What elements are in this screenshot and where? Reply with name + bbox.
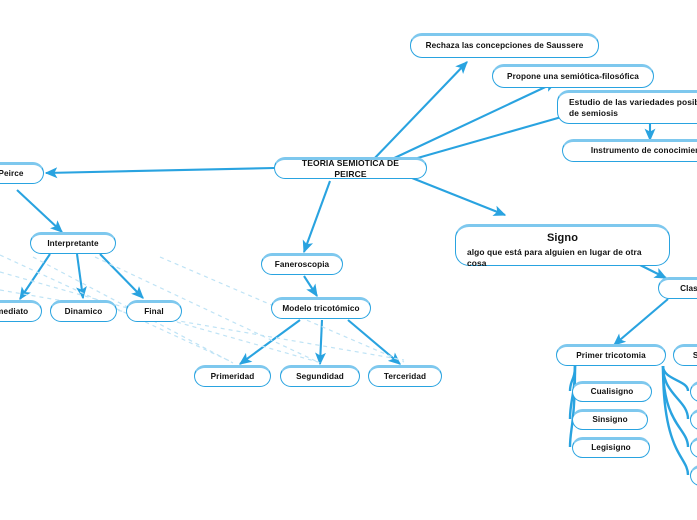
edge-interpretante-inmediato — [19, 253, 51, 301]
node-interpretante[interactable]: Interpretante — [30, 232, 116, 254]
node-rechaza-saussere[interactable]: Rechaza las concepciones de Saussere — [410, 33, 599, 58]
node-inmediato[interactable]: Inmediato — [0, 300, 42, 322]
node-segunda-child-1[interactable] — [690, 381, 697, 402]
node-root[interactable]: TEORIA SEMIOTICA DE PEIRCE — [274, 157, 427, 179]
edge-root-signo — [411, 177, 507, 216]
node-signo[interactable]: Signo algo que está para alguien en luga… — [455, 224, 670, 268]
node-propone-semiotica[interactable]: Propone una semiótica-filosófica — [492, 64, 654, 88]
node-peirce-label: Peirce — [0, 168, 24, 178]
edge-root-rechaza — [371, 61, 468, 162]
node-modelo-tricotomico[interactable]: Modelo tricotómico — [271, 297, 371, 319]
node-terceridad[interactable]: Terceridad — [368, 365, 442, 387]
edge-root-faneroscopia — [302, 180, 331, 254]
node-instrumento-conocimiento[interactable]: Instrumento de conocimiento — [562, 139, 697, 162]
node-legisigno-label: Legisigno — [591, 443, 631, 453]
node-estudio-variedades[interactable]: Estudio de las variedades posibles de se… — [557, 90, 697, 124]
node-cualisigno[interactable]: Cualisigno — [572, 381, 652, 402]
node-primer-tricotomia[interactable]: Primer tricotomia — [556, 344, 666, 366]
node-dinamico[interactable]: Dinamico — [50, 300, 117, 322]
edge-root-peirce — [44, 166, 275, 179]
node-signo-description: algo que está para alguien en lugar de o… — [467, 246, 642, 268]
node-clasificacion-label: Clasificación — [680, 283, 697, 293]
edge-clasificacion-primer — [613, 298, 669, 346]
bracket-primer-tricotomia — [568, 365, 577, 448]
node-propone-label: Propone una semiótica-filosófica — [507, 71, 639, 81]
node-instrumento-label: Instrumento de conocimiento — [590, 146, 697, 156]
node-segunda-child-4[interactable] — [690, 465, 697, 486]
node-segunda-tricotomia-label: Segunda tricotomia — [692, 350, 697, 360]
node-terceridad-label: Terceridad — [383, 371, 427, 381]
node-modelo-label: Modelo tricotómico — [282, 303, 360, 313]
edge-root-propone — [387, 81, 558, 162]
edge-peirce-interpretante — [16, 189, 63, 233]
node-estudio-label: Estudio de las variedades posibles de se… — [569, 97, 697, 118]
edge-interpretante-final — [99, 253, 144, 299]
node-sinsigno[interactable]: Sinsigno — [572, 409, 648, 430]
node-signo-title: Signo — [546, 232, 579, 244]
node-faneroscopia[interactable]: Faneroscopia — [261, 253, 343, 275]
edge-modelo-segundidad — [315, 319, 326, 366]
node-peirce[interactable]: Peirce — [0, 162, 44, 184]
node-segunda-child-2[interactable] — [690, 409, 697, 430]
edge-interpretante-dinamico — [75, 253, 87, 300]
node-segunda-tricotomia[interactable]: Segunda tricotomia — [673, 344, 697, 366]
node-rechaza-label: Rechaza las concepciones de Saussere — [425, 41, 584, 51]
node-primeridad[interactable]: Primeridad — [194, 365, 271, 387]
node-legisigno[interactable]: Legisigno — [572, 437, 650, 458]
node-clasificacion[interactable]: Clasificación — [658, 277, 697, 299]
node-dinamico-label: Dinamico — [64, 306, 103, 316]
edge-modelo-terceridad — [347, 319, 401, 365]
edge-faneroscopia-modelo — [303, 275, 318, 298]
node-final-label: Final — [144, 306, 164, 316]
node-segunda-child-3[interactable] — [690, 437, 697, 458]
node-segundidad[interactable]: Segundidad — [280, 365, 360, 387]
node-sinsigno-label: Sinsigno — [592, 415, 628, 425]
node-primer-tricotomia-label: Primer tricotomia — [576, 350, 646, 360]
node-primeridad-label: Primeridad — [210, 371, 255, 381]
node-final[interactable]: Final — [126, 300, 182, 322]
node-cualisigno-label: Cualisigno — [590, 387, 634, 397]
node-root-label: TEORIA SEMIOTICA DE PEIRCE — [301, 158, 400, 179]
node-faneroscopia-label: Faneroscopia — [274, 259, 330, 269]
bracket-segunda-tricotomia — [661, 365, 690, 476]
node-inmediato-label: Inmediato — [0, 306, 29, 316]
edge-modelo-primeridad — [238, 319, 301, 365]
node-segundidad-label: Segundidad — [296, 371, 344, 381]
node-interpretante-label: Interpretante — [47, 238, 99, 248]
